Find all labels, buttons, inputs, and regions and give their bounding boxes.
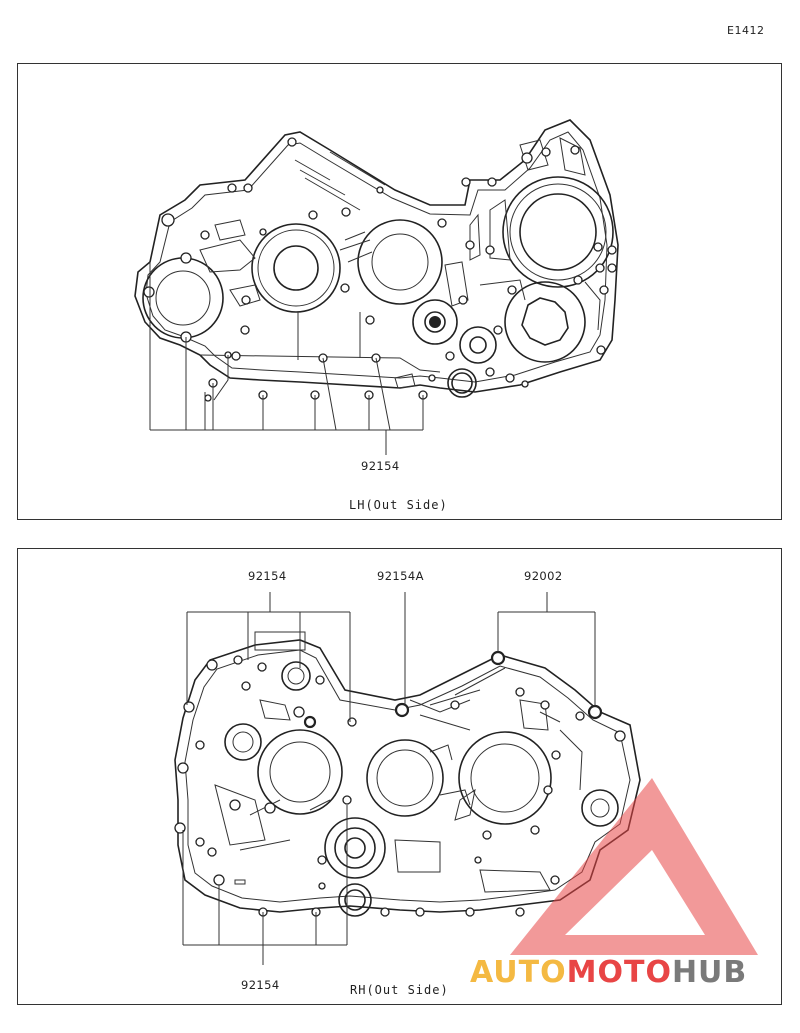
watermark-triangle-icon (510, 778, 758, 955)
lh-caption: LH(Out Side) (349, 498, 448, 512)
watermark-logo: AUTOMOTOHUB (470, 955, 747, 990)
rh-crankcase (174, 592, 641, 965)
rh-caption: RH(Out Side) (350, 983, 449, 997)
panel-lh (17, 63, 782, 520)
lh-crankcase (134, 119, 619, 455)
rh-part-label-92154-bottom: 92154 (241, 978, 280, 992)
watermark-part-moto: MOTO (566, 955, 672, 990)
lh-part-label-92154: 92154 (361, 459, 400, 473)
rh-part-label-92002: 92002 (524, 569, 563, 583)
rh-part-label-92154-top: 92154 (248, 569, 287, 583)
watermark-part-hub: HUB (671, 955, 748, 990)
diagram-code: E1412 (727, 24, 765, 37)
rh-part-label-92154A: 92154A (377, 569, 424, 583)
watermark-part-auto: AUTO (470, 955, 567, 990)
panel-rh (17, 548, 782, 1005)
